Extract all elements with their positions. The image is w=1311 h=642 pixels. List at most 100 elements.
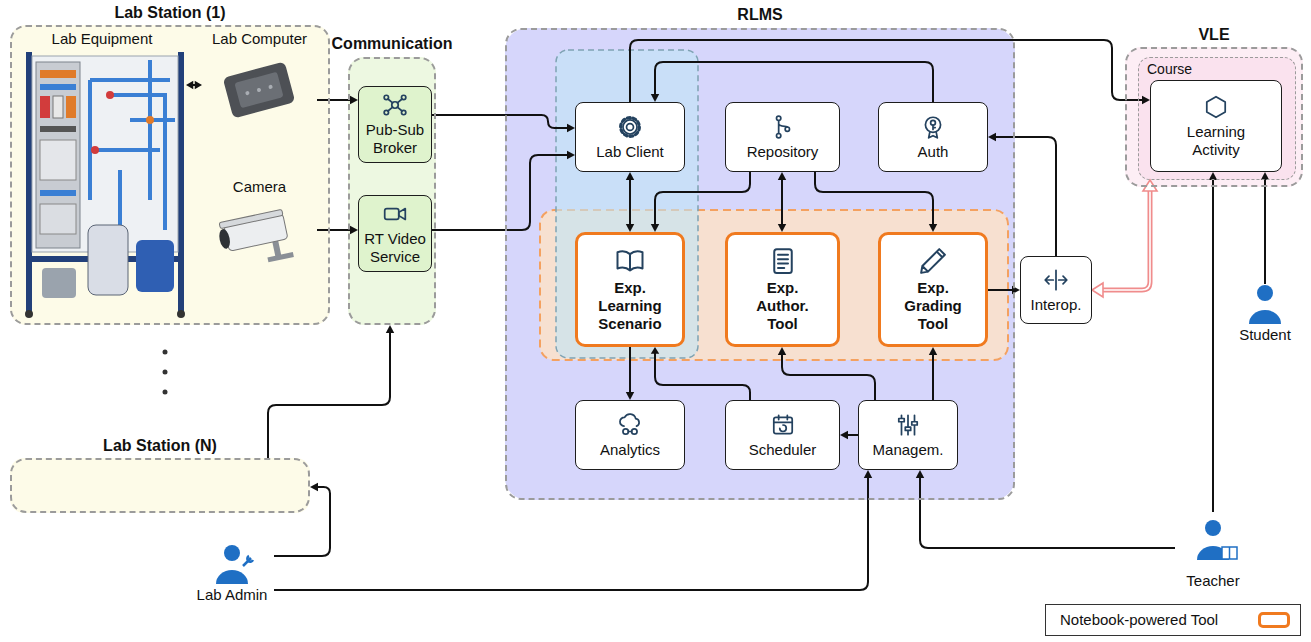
- arrowhead: [916, 470, 924, 478]
- lab-equipment-illustration-part: [136, 240, 174, 292]
- group-region: CommunicationPub-Sub BrokerRT Video Serv…: [348, 57, 436, 325]
- icon: [768, 246, 798, 276]
- icon: [615, 246, 645, 276]
- group-heading: Communication: [300, 35, 484, 53]
- continuation-dots: [163, 350, 168, 395]
- icon-part: [778, 120, 787, 133]
- connector: [651, 347, 750, 400]
- icon-part: [779, 425, 786, 432]
- icon-part: [618, 251, 643, 270]
- icon-part: [905, 427, 910, 430]
- box-label: Camera: [233, 178, 286, 196]
- lab-equipment-illustration-part: [32, 56, 178, 252]
- arrowhead: [929, 347, 937, 355]
- arrowhead: [988, 133, 996, 141]
- arrowhead: [778, 172, 786, 180]
- actor-icons-part: [224, 545, 240, 561]
- connector-line: [1102, 190, 1150, 290]
- icon-part: [1207, 96, 1225, 117]
- lab-equipment-illustration-part: [106, 91, 114, 99]
- lab-computer-illustration-part: [257, 88, 262, 93]
- group-region: VLECourseLearning Activity: [1125, 47, 1303, 187]
- icon-part: [388, 99, 402, 111]
- box-label: Analytics: [600, 441, 660, 459]
- camera-illustration: [216, 209, 294, 271]
- actor-label: Lab Admin: [197, 586, 268, 604]
- icon-part: [628, 430, 631, 432]
- connector-line: [995, 137, 1056, 256]
- connector-line: [432, 115, 568, 128]
- icon-part: [399, 209, 406, 220]
- connector-line: [629, 347, 631, 393]
- course-region: CourseLearning Activity: [1138, 57, 1296, 180]
- arrowhead: [1261, 172, 1269, 180]
- service-box: Pub-Sub Broker: [358, 86, 432, 163]
- region-fills-part: [505, 28, 1015, 500]
- notebook-tool-box: Exp. Grading Tool: [878, 232, 988, 347]
- lab-computer-illustration: [223, 61, 296, 118]
- camera-illustration-part: [218, 228, 232, 250]
- region-fills-part: [1138, 57, 1296, 180]
- connector: [929, 347, 937, 400]
- arrowhead: [778, 347, 786, 355]
- box-label: Auth: [918, 143, 949, 161]
- group-heading: VLE: [1077, 26, 1311, 44]
- connector: [840, 431, 858, 439]
- lab-equipment-illustration-part: [25, 310, 33, 318]
- lab-equipment-illustration-part: [40, 84, 76, 90]
- group-heading: Lab Station (N): [0, 437, 358, 455]
- connector-line: [988, 289, 1013, 291]
- actor: Student: [1232, 284, 1298, 344]
- lab-equipment-illustration-part: [36, 62, 80, 248]
- box-label: Repository: [747, 143, 819, 161]
- icon-part: [912, 421, 917, 424]
- icon: [382, 92, 408, 118]
- tool-zones: [540, 50, 1008, 360]
- service-box: RT Video Service: [358, 195, 432, 272]
- connector-line: [920, 477, 1175, 548]
- arrowhead: [840, 431, 848, 439]
- arrowhead: [350, 226, 358, 234]
- connector-line: [815, 172, 933, 225]
- box-label: Scheduler: [749, 441, 817, 459]
- connector: [274, 470, 872, 590]
- lab-equipment-illustration-part: [26, 52, 32, 314]
- group-region: Lab Station (1)Lab EquipmentLab Computer…: [10, 25, 330, 325]
- connector-line: [274, 487, 330, 556]
- actor-label: Student: [1239, 326, 1291, 344]
- lab-equipment-illustration-part: [40, 126, 76, 132]
- icon-part: [899, 418, 904, 421]
- actor-icons-part: [216, 570, 248, 584]
- continuation-dots-part: [163, 390, 168, 395]
- icon: [1203, 94, 1229, 120]
- actor-icons-part: [1205, 520, 1221, 536]
- lab-equipment-illustration-part: [91, 146, 99, 154]
- icon-part: [778, 255, 788, 268]
- actor: Teacher: [1175, 512, 1251, 590]
- arrowhead: [929, 224, 937, 232]
- lab-equipment-illustration: [25, 52, 185, 318]
- connector-line: [655, 353, 750, 400]
- legend-text: Notebook-powered Tool: [1060, 611, 1218, 629]
- tool-zones-part: [556, 50, 698, 358]
- lab-equipment-illustration-part: [88, 225, 128, 295]
- actor-icons-part: [1229, 547, 1231, 559]
- arrowhead: [651, 347, 659, 354]
- icon-part: [627, 123, 634, 130]
- icon-part: [774, 249, 792, 273]
- connector: [651, 172, 750, 232]
- connector: [1209, 172, 1217, 512]
- connector-line: [1212, 179, 1214, 512]
- connector: [815, 172, 937, 232]
- icon: [770, 114, 796, 140]
- arrowhead: [651, 94, 659, 102]
- box-label: Lab Client: [596, 143, 664, 161]
- legend: Notebook-powered Tool: [1045, 604, 1301, 636]
- group-region: Lab Station (N): [10, 458, 310, 513]
- arrowhead: [310, 483, 318, 491]
- icon: [617, 412, 643, 438]
- connector: [432, 115, 575, 132]
- icon: [918, 246, 948, 276]
- icon-part: [929, 125, 938, 138]
